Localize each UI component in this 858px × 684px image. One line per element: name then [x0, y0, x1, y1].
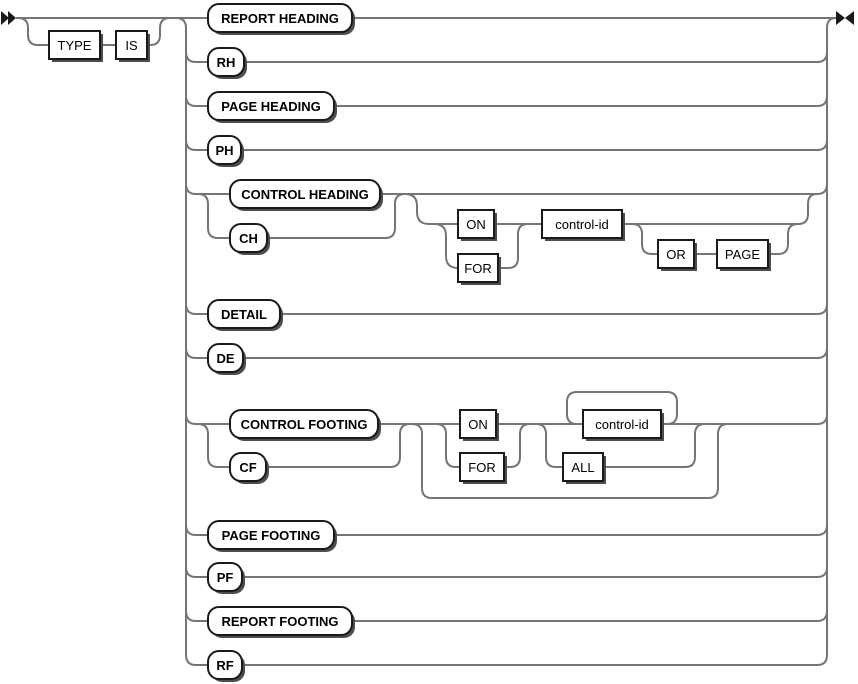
- rail-entry-report-footing: [185, 610, 208, 622]
- box-type: TYPE: [48, 30, 103, 62]
- box-page-footing-label: PAGE FOOTING: [222, 528, 321, 543]
- rail-entry-rh: [185, 51, 208, 63]
- box-rf-label: RF: [216, 658, 233, 673]
- box-report-footing-label: REPORT FOOTING: [222, 614, 339, 629]
- box-is: IS: [115, 30, 150, 62]
- rail-all-branch: [535, 423, 563, 468]
- rail-row-ph: [196, 139, 828, 151]
- box-report-heading-label: REPORT HEADING: [221, 11, 339, 26]
- rail-entry-pf: [185, 566, 208, 578]
- rail-cf-branch: [197, 423, 230, 468]
- box-pf: PF: [207, 562, 245, 594]
- rail-row-rf: [196, 654, 828, 666]
- rail-ch-branch: [197, 193, 230, 239]
- start-arrow-icon: [1, 11, 16, 25]
- box-or: OR: [657, 239, 697, 271]
- rail-ch-merge: [267, 193, 406, 239]
- box-detail-label: DETAIL: [221, 307, 267, 322]
- rail-heading-for-branch: [433, 223, 459, 269]
- box-on-heading: ON: [457, 209, 497, 241]
- box-on-heading-label: ON: [466, 217, 486, 232]
- box-control-footing-label: CONTROL FOOTING: [241, 417, 368, 432]
- box-on-footing-label: ON: [468, 417, 488, 432]
- box-rh-label: RH: [217, 55, 236, 70]
- rail-entry-page-heading: [185, 95, 208, 107]
- box-page-heading: PAGE HEADING: [207, 91, 337, 123]
- rail-entry-page-footing: [185, 524, 208, 536]
- box-de-label: DE: [216, 351, 234, 366]
- box-ch-label: CH: [239, 231, 258, 246]
- rail-entry-ph: [185, 139, 208, 151]
- rail-entry-detail: [185, 303, 208, 315]
- box-control-heading: CONTROL HEADING: [229, 179, 383, 211]
- rail-row-de: [196, 347, 828, 359]
- rail-row-detail: [196, 303, 828, 315]
- rail-or-page-merge: [768, 223, 799, 255]
- box-rf: RF: [207, 650, 245, 682]
- box-ph: PH: [207, 135, 244, 167]
- rail-heading-opt-branch: [404, 193, 430, 225]
- rail-all-merge: [603, 423, 706, 468]
- box-ph-label: PH: [215, 143, 233, 158]
- box-control-id-heading: control-id: [541, 209, 625, 241]
- box-cf-label: CF: [239, 460, 256, 475]
- rails: [16, 17, 837, 666]
- box-control-id-footing: control-id: [582, 409, 664, 441]
- box-all: ALL: [562, 452, 606, 484]
- box-report-heading: REPORT HEADING: [207, 3, 355, 35]
- rail-entry-control-heading: [185, 183, 230, 195]
- rail-entry-de: [185, 347, 208, 359]
- box-page-footing: PAGE FOOTING: [207, 520, 337, 552]
- rail-footing-for-merge: [504, 423, 531, 468]
- box-control-id-heading-label: control-id: [555, 217, 608, 232]
- end-arrow-icon: [836, 11, 854, 25]
- rail-heading-for-merge: [498, 223, 529, 269]
- rail-row-pf: [196, 566, 828, 578]
- box-ch: CH: [229, 223, 270, 255]
- box-for-footing: FOR: [459, 452, 507, 484]
- rail-row-rh: [196, 51, 828, 63]
- rail-or-page-branch: [631, 223, 658, 255]
- box-for-heading: FOR: [457, 253, 501, 285]
- box-detail: DETAIL: [207, 299, 283, 331]
- box-or-label: OR: [666, 247, 686, 262]
- box-page-heading-label: PAGE HEADING: [221, 99, 320, 114]
- box-page: PAGE: [716, 239, 771, 271]
- box-control-footing: CONTROL FOOTING: [229, 409, 381, 441]
- box-for-heading-label: FOR: [464, 261, 491, 276]
- box-type-label: TYPE: [58, 38, 92, 53]
- rail-footing-bypass: [411, 423, 729, 499]
- box-de: DE: [207, 343, 246, 375]
- box-cf: CF: [229, 452, 269, 484]
- box-is-label: IS: [125, 38, 138, 53]
- box-report-footing: REPORT FOOTING: [207, 606, 355, 638]
- rail-entry-control-footing: [185, 413, 230, 425]
- rail-control-id-loop: [566, 391, 678, 425]
- rail-cf-merge: [266, 423, 411, 468]
- rail-footing-for-branch: [435, 423, 460, 468]
- box-control-heading-label: CONTROL HEADING: [241, 187, 369, 202]
- box-page-label: PAGE: [725, 247, 760, 262]
- rail-left-vertical: [175, 17, 208, 666]
- box-for-footing-label: FOR: [468, 460, 495, 475]
- rail-heading-opt-merge: [797, 193, 818, 225]
- box-pf-label: PF: [217, 570, 234, 585]
- rail-right-vertical: [826, 17, 837, 655]
- box-rh: RH: [207, 47, 247, 79]
- box-control-id-footing-label: control-id: [595, 417, 648, 432]
- box-all-label: ALL: [571, 460, 594, 475]
- box-on-footing: ON: [459, 409, 499, 441]
